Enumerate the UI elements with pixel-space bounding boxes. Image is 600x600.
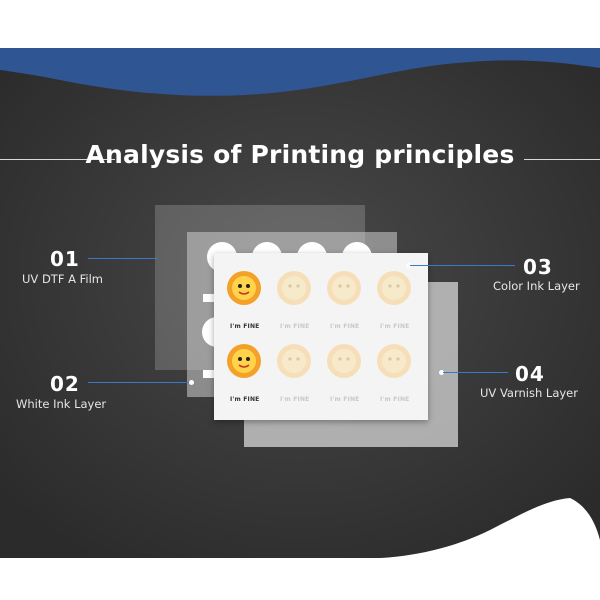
white-flower-icon (203, 294, 215, 302)
layer-04-pointer-dot (439, 370, 444, 375)
layer-04-label: UV Varnish Layer (480, 386, 578, 400)
layer-01-label: UV DTF A Film (22, 272, 103, 286)
layer-04-leader (443, 372, 508, 373)
title-divider-right (524, 159, 600, 160)
sun-sticker-icon (327, 344, 361, 378)
sticker-brand: I'm FINE (330, 323, 360, 330)
sticker-brand: I'm FINE (380, 323, 410, 330)
color-ink-layer: I'm FINE I'm FINE I'm FINE I'm FINE I'm … (214, 253, 428, 420)
white-flower-icon (203, 370, 215, 378)
sticker-brand: I'm FINE (230, 396, 260, 403)
layer-01-leader (88, 258, 158, 259)
sun-sticker-icon (226, 343, 262, 379)
page-title: Analysis of Printing principles (85, 140, 515, 169)
layer-04-number: 04 (515, 362, 545, 386)
layer-03-number: 03 (523, 255, 553, 279)
layer-02-label: White Ink Layer (16, 397, 107, 411)
layer-01-number: 01 (50, 247, 80, 271)
layer-02-pointer-dot (189, 380, 194, 385)
layer-03-pointer-dot (406, 263, 411, 268)
layer-02-leader (88, 382, 191, 383)
sticker-brand: I'm FINE (280, 396, 310, 403)
sun-sticker-icon (327, 271, 361, 305)
sun-sticker-icon (226, 270, 262, 306)
white-bottom-curve (0, 498, 600, 558)
layer-02-number: 02 (50, 372, 80, 396)
layer-03-label: Color Ink Layer (493, 279, 580, 293)
sun-sticker-icon (277, 344, 311, 378)
sun-sticker-icon (277, 271, 311, 305)
sticker-brand: I'm FINE (380, 396, 410, 403)
title-block: Analysis of Printing principles (0, 140, 600, 180)
blue-wave (0, 48, 600, 96)
sticker-brand: I'm FINE (330, 396, 360, 403)
sun-sticker-icon (377, 271, 411, 305)
sun-sticker-icon (377, 344, 411, 378)
sticker-brand: I'm FINE (230, 323, 260, 330)
sticker-brand: I'm FINE (280, 323, 310, 330)
layer-03-leader (410, 265, 515, 266)
sticker-grid (226, 270, 411, 379)
title-divider-left (0, 159, 115, 160)
